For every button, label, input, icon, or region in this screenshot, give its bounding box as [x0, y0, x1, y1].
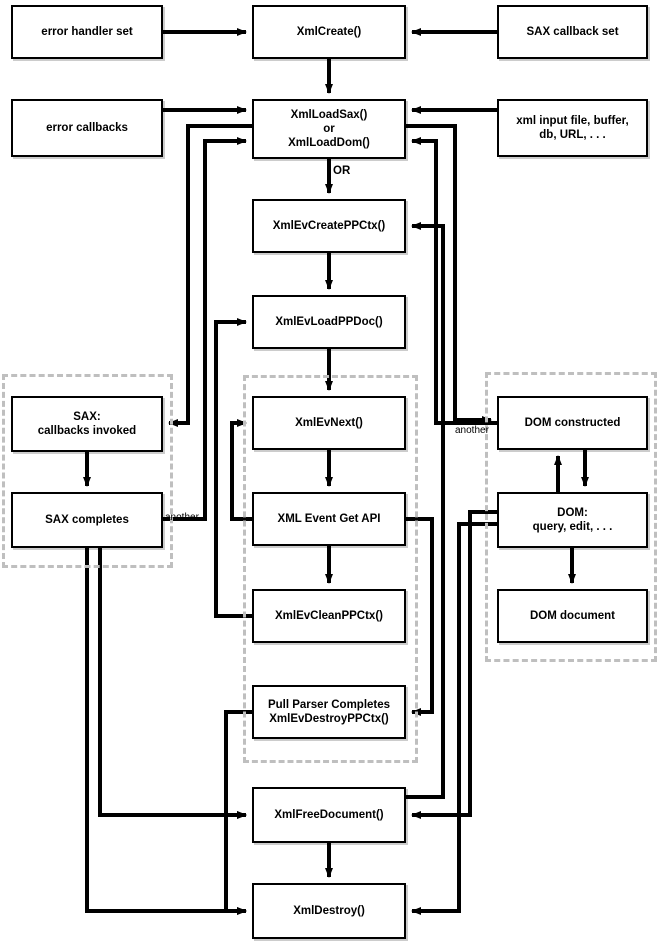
edge-domquery-to-freedocument	[411, 510, 497, 819]
node-sax-callback-set[interactable]: SAX callback set	[497, 5, 648, 59]
edge-xmlload-to-domconstructed	[406, 124, 492, 424]
edge-label-or: OR	[333, 165, 351, 177]
node-xmlev-clean-ppctx[interactable]: XmlEvCleanPPCtx()	[252, 589, 406, 643]
sax-phase-group	[2, 374, 173, 568]
node-xml-create[interactable]: XmlCreate()	[252, 5, 406, 59]
edge-label-another-sax: another	[165, 512, 199, 523]
edge-label-another-dom: another	[455, 425, 489, 436]
edge-cleanppctx-to-loadppdoc	[214, 318, 252, 618]
edge-saxcompletes-to-xmlload	[163, 137, 247, 521]
node-xml-destroy[interactable]: XmlDestroy()	[252, 883, 406, 939]
edge-geteventapi-to-xmlevnext	[230, 419, 252, 521]
edge-xmlload-to-saxcallbacks	[168, 124, 252, 427]
edge-domconstructed-to-xmlload	[411, 137, 497, 425]
node-sax-completes[interactable]: SAX completes	[11, 492, 163, 548]
node-xml-input-sources[interactable]: xml input file, buffer,db, URL, . . .	[497, 99, 648, 157]
node-dom-document[interactable]: DOM document	[497, 589, 648, 643]
node-xmlev-load-ppdoc[interactable]: XmlEvLoadPPDoc()	[252, 295, 406, 349]
node-sax-callbacks-invoked[interactable]: SAX:callbacks invoked	[11, 396, 163, 452]
edge-freedocument-to-createppctx	[406, 222, 445, 799]
node-xml-free-document[interactable]: XmlFreeDocument()	[252, 787, 406, 843]
node-xmlev-create-ppctx[interactable]: XmlEvCreatePPCtx()	[252, 199, 406, 253]
node-xmlev-next[interactable]: XmlEvNext()	[252, 396, 406, 450]
pull-parser-phase-group	[243, 375, 418, 763]
node-dom-constructed[interactable]: DOM constructed	[497, 396, 648, 450]
node-error-callbacks[interactable]: error callbacks	[11, 99, 163, 157]
edge-domquery-to-destroy	[411, 522, 497, 915]
edge-saxcompletes-to-destroy	[85, 548, 247, 915]
edge-geteventapi-to-pullparsercompletes	[406, 517, 434, 716]
dom-phase-group	[485, 372, 657, 662]
node-error-handler-set[interactable]: error handler set	[11, 5, 163, 59]
edge-saxcompletes-to-freedocument	[98, 548, 247, 819]
node-xml-event-get-api[interactable]: XML Event Get API	[252, 492, 406, 546]
node-dom-query-edit[interactable]: DOM:query, edit, . . .	[497, 492, 648, 548]
